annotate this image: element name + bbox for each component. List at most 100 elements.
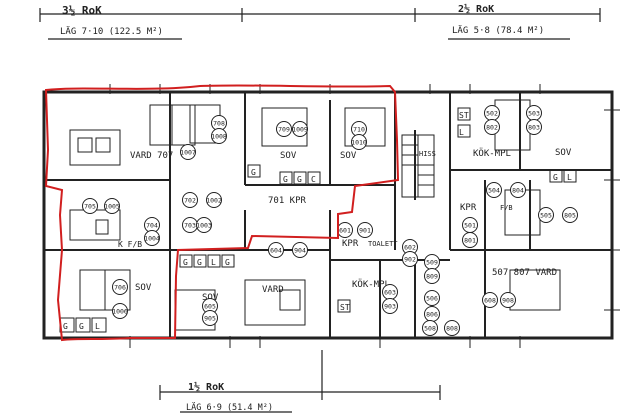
table-vard-507 (509, 269, 561, 311)
svg-text:706: 706 (114, 284, 126, 292)
room-kok-mpl-right: KÖK-MPL (473, 148, 511, 159)
room-code-505: 505 (538, 207, 554, 223)
fixture-g-5: G (225, 258, 230, 267)
svg-text:806: 806 (426, 311, 438, 319)
room-code-502: 502 (484, 105, 500, 121)
room-code-806: 806 (424, 306, 440, 322)
room-code-902: 902 (402, 251, 418, 267)
svg-text:501: 501 (464, 222, 476, 230)
svg-text:602: 602 (404, 244, 416, 252)
room-code-804: 804 (510, 182, 526, 198)
svg-text:605: 605 (204, 303, 216, 311)
room-code-702: 702 (182, 192, 198, 208)
svg-text:1004: 1004 (144, 235, 160, 243)
room-code-1007: 1007 (180, 144, 196, 160)
room-code-503: 503 (526, 105, 542, 121)
svg-text:802: 802 (486, 124, 498, 132)
room-code-708: 708 (211, 115, 227, 131)
svg-text:503: 503 (528, 110, 540, 118)
room-toalett: TOALETT (368, 240, 398, 248)
fixture-boxes (59, 107, 577, 333)
fixture-st-1: ST (459, 111, 469, 120)
fixture-l-4: L (567, 173, 572, 182)
top-dimension-lines (39, 8, 601, 40)
svg-text:1008: 1008 (211, 133, 227, 141)
bottom-dimension-lines (159, 350, 441, 413)
svg-text:809: 809 (426, 273, 438, 281)
svg-text:704: 704 (146, 222, 158, 230)
room-sov-706: SOV (135, 283, 152, 293)
svg-text:905: 905 (204, 315, 216, 323)
svg-text:604: 604 (270, 247, 282, 255)
room-code-809: 809 (424, 268, 440, 284)
fixture-g-2: G (79, 322, 84, 331)
room-code-1004: 1004 (144, 230, 160, 246)
svg-text:506: 506 (426, 295, 438, 303)
label-3rok-title: 3½ RoK (62, 4, 102, 17)
fixture-g-6: G (283, 175, 288, 184)
room-code-601: 601 (337, 222, 353, 238)
room-code-504: 504 (486, 182, 502, 198)
apartment-highlight-outline (44, 84, 400, 342)
svg-text:505: 505 (540, 212, 552, 220)
table-dining (69, 209, 121, 241)
fixture-g-9: G (553, 173, 558, 182)
fixture-st-2: ST (340, 303, 350, 312)
room-code-805: 805 (562, 207, 578, 223)
label-3rok-subtitle: LÄG 7·10 (122.5 M²) (60, 26, 163, 37)
svg-text:603: 603 (384, 289, 396, 297)
room-code-1006: 1006 (112, 303, 128, 319)
room-code-710: 710 (351, 121, 367, 137)
fixture-g-3: G (183, 258, 188, 267)
svg-text:1009: 1009 (292, 126, 308, 134)
room-kpr-701: 701 KPR (268, 196, 307, 206)
bed-sov-505 (504, 189, 541, 236)
svg-text:808: 808 (446, 325, 458, 333)
label-2rok-title: 2½ RoK (458, 3, 494, 15)
room-code-1008: 1008 (211, 128, 227, 144)
svg-text:904: 904 (294, 247, 306, 255)
room-labels: VARD 707 SOV SOV SOV 701 KPR KPR TOALETT… (118, 148, 572, 303)
fixture-g-8: G (251, 168, 256, 177)
room-hiss: HISS (419, 150, 436, 158)
svg-text:902: 902 (404, 256, 416, 264)
room-code-1002: 1002 (206, 192, 222, 208)
svg-text:608: 608 (484, 297, 496, 305)
stairwell (401, 134, 435, 198)
svg-text:1007: 1007 (180, 149, 196, 157)
svg-text:903: 903 (384, 303, 396, 311)
room-code-604: 604 (268, 242, 284, 258)
room-sov-709: SOV (280, 151, 297, 161)
room-code-808: 808 (444, 320, 460, 336)
room-sov-605: SOV (202, 293, 219, 303)
fixture-l-1: L (95, 322, 100, 331)
room-code-908: 908 (500, 292, 516, 308)
room-code-1010: 1010 (351, 134, 367, 150)
room-code-508: 508 (422, 320, 438, 336)
fixture-g-1: G (63, 322, 68, 331)
label-1rok-title: 1½ RoK (188, 381, 224, 393)
room-code-1005: 1005 (104, 198, 120, 214)
fixture-labels: G G L G G L G G G C G ST L G L ST (63, 111, 572, 331)
svg-text:803: 803 (528, 124, 540, 132)
svg-text:805: 805 (564, 212, 576, 220)
svg-text:708: 708 (213, 120, 225, 128)
fixture-l-2: L (211, 258, 216, 267)
fixture-c-1: C (311, 175, 316, 184)
sofa-vard (244, 279, 306, 326)
room-kpr-mid: KPR (342, 239, 359, 249)
room-code-705: 705 (82, 198, 98, 214)
outer-walls (42, 90, 614, 340)
room-vard-507: 507 807 VARD (492, 268, 557, 278)
room-code-709: 709 (276, 121, 292, 137)
room-code-704: 704 (144, 217, 160, 233)
svg-text:601: 601 (339, 227, 351, 235)
room-vard-606: VARD (262, 285, 284, 295)
svg-text:702: 702 (184, 197, 196, 205)
svg-text:1010: 1010 (351, 139, 367, 147)
room-code-905: 905 (202, 310, 218, 326)
svg-text:504: 504 (488, 187, 500, 195)
room-code-1009: 1009 (292, 121, 308, 137)
svg-text:804: 804 (512, 187, 524, 195)
